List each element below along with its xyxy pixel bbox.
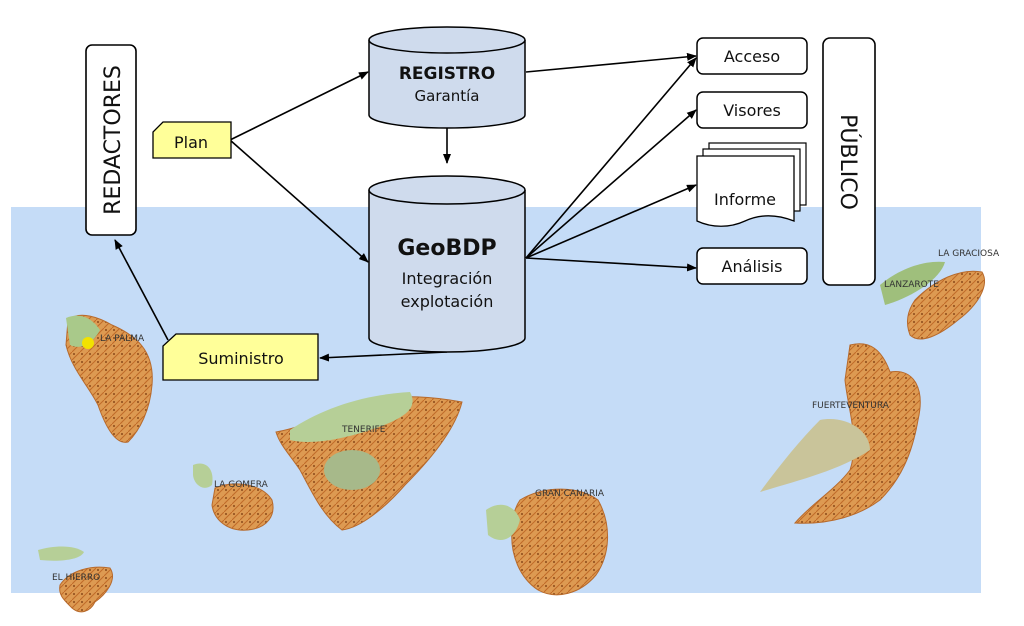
canary-islands-map: LA PALMA TENERIFE LA GOMERA EL HIERRO GR…	[38, 249, 1000, 613]
arrow-geobdp-to-acceso	[525, 57, 697, 259]
geobdp-line2: explotación	[401, 292, 494, 311]
arrow-geobdp-to-analisis	[525, 257, 697, 272]
analisis-label: Análisis	[722, 257, 783, 276]
map-label-lanzarote: LANZAROTE	[884, 280, 939, 290]
registro-subtitle: Garantía	[415, 87, 480, 105]
island-la-gomera: LA GOMERA	[193, 463, 274, 531]
map-label-el-hierro: EL HIERRO	[52, 573, 100, 583]
map-label-gran-canaria: GRAN CANARIA	[535, 489, 605, 499]
informe-label: Informe	[714, 190, 776, 209]
arrow-geobdp-to-informe	[525, 184, 697, 259]
map-label-fuerteventura: FUERTEVENTURA	[812, 401, 890, 411]
analisis-box: Análisis	[696, 247, 808, 285]
suministro-note: Suministro	[162, 333, 319, 381]
informe-documents: Informe	[696, 142, 807, 227]
arrow-plan-to-registro	[229, 71, 369, 141]
visores-label: Visores	[723, 101, 781, 120]
arrow-suministro-to-redactores	[114, 239, 169, 341]
publico-label: PÚBLICO	[835, 114, 861, 210]
island-lanzarote: LANZAROTE LA GRACIOSA	[880, 249, 1000, 340]
connectors	[114, 52, 697, 362]
acceso-label: Acceso	[724, 47, 780, 66]
island-el-hierro: EL HIERRO	[38, 546, 113, 613]
map-label-la-graciosa: LA GRACIOSA	[938, 249, 1000, 259]
geobdp-database: GeoBDP Integración explotación	[368, 175, 526, 353]
island-la-palma: LA PALMA	[65, 314, 153, 443]
map-label-tenerife: TENERIFE	[341, 425, 386, 435]
publico-box: PÚBLICO	[822, 37, 876, 286]
island-gran-canaria: GRAN CANARIA	[486, 488, 608, 596]
plan-label: Plan	[174, 133, 208, 152]
plan-note: Plan	[152, 121, 232, 159]
geobdp-line1: Integración	[402, 269, 493, 288]
acceso-box: Acceso	[696, 37, 808, 75]
map-label-la-gomera: LA GOMERA	[214, 480, 269, 490]
redactores-box: REDACTORES	[85, 44, 137, 236]
arrow-geobdp-to-visores	[525, 109, 697, 259]
arrow-registro-to-acceso	[525, 52, 697, 73]
registro-database: REGISTRO Garantía	[368, 26, 526, 129]
suministro-label: Suministro	[198, 349, 284, 368]
arrow-geobdp-to-suministro	[319, 351, 448, 362]
registro-title: REGISTRO	[399, 64, 495, 84]
island-tenerife: TENERIFE	[275, 392, 463, 531]
arrow-plan-to-geobdp	[229, 139, 369, 263]
map-label-la-palma: LA PALMA	[100, 334, 145, 344]
geobdp-title: GeoBDP	[397, 236, 496, 261]
visores-box: Visores	[696, 91, 808, 129]
redactores-label: REDACTORES	[101, 65, 126, 215]
island-fuerteventura: FUERTEVENTURA	[760, 343, 921, 524]
